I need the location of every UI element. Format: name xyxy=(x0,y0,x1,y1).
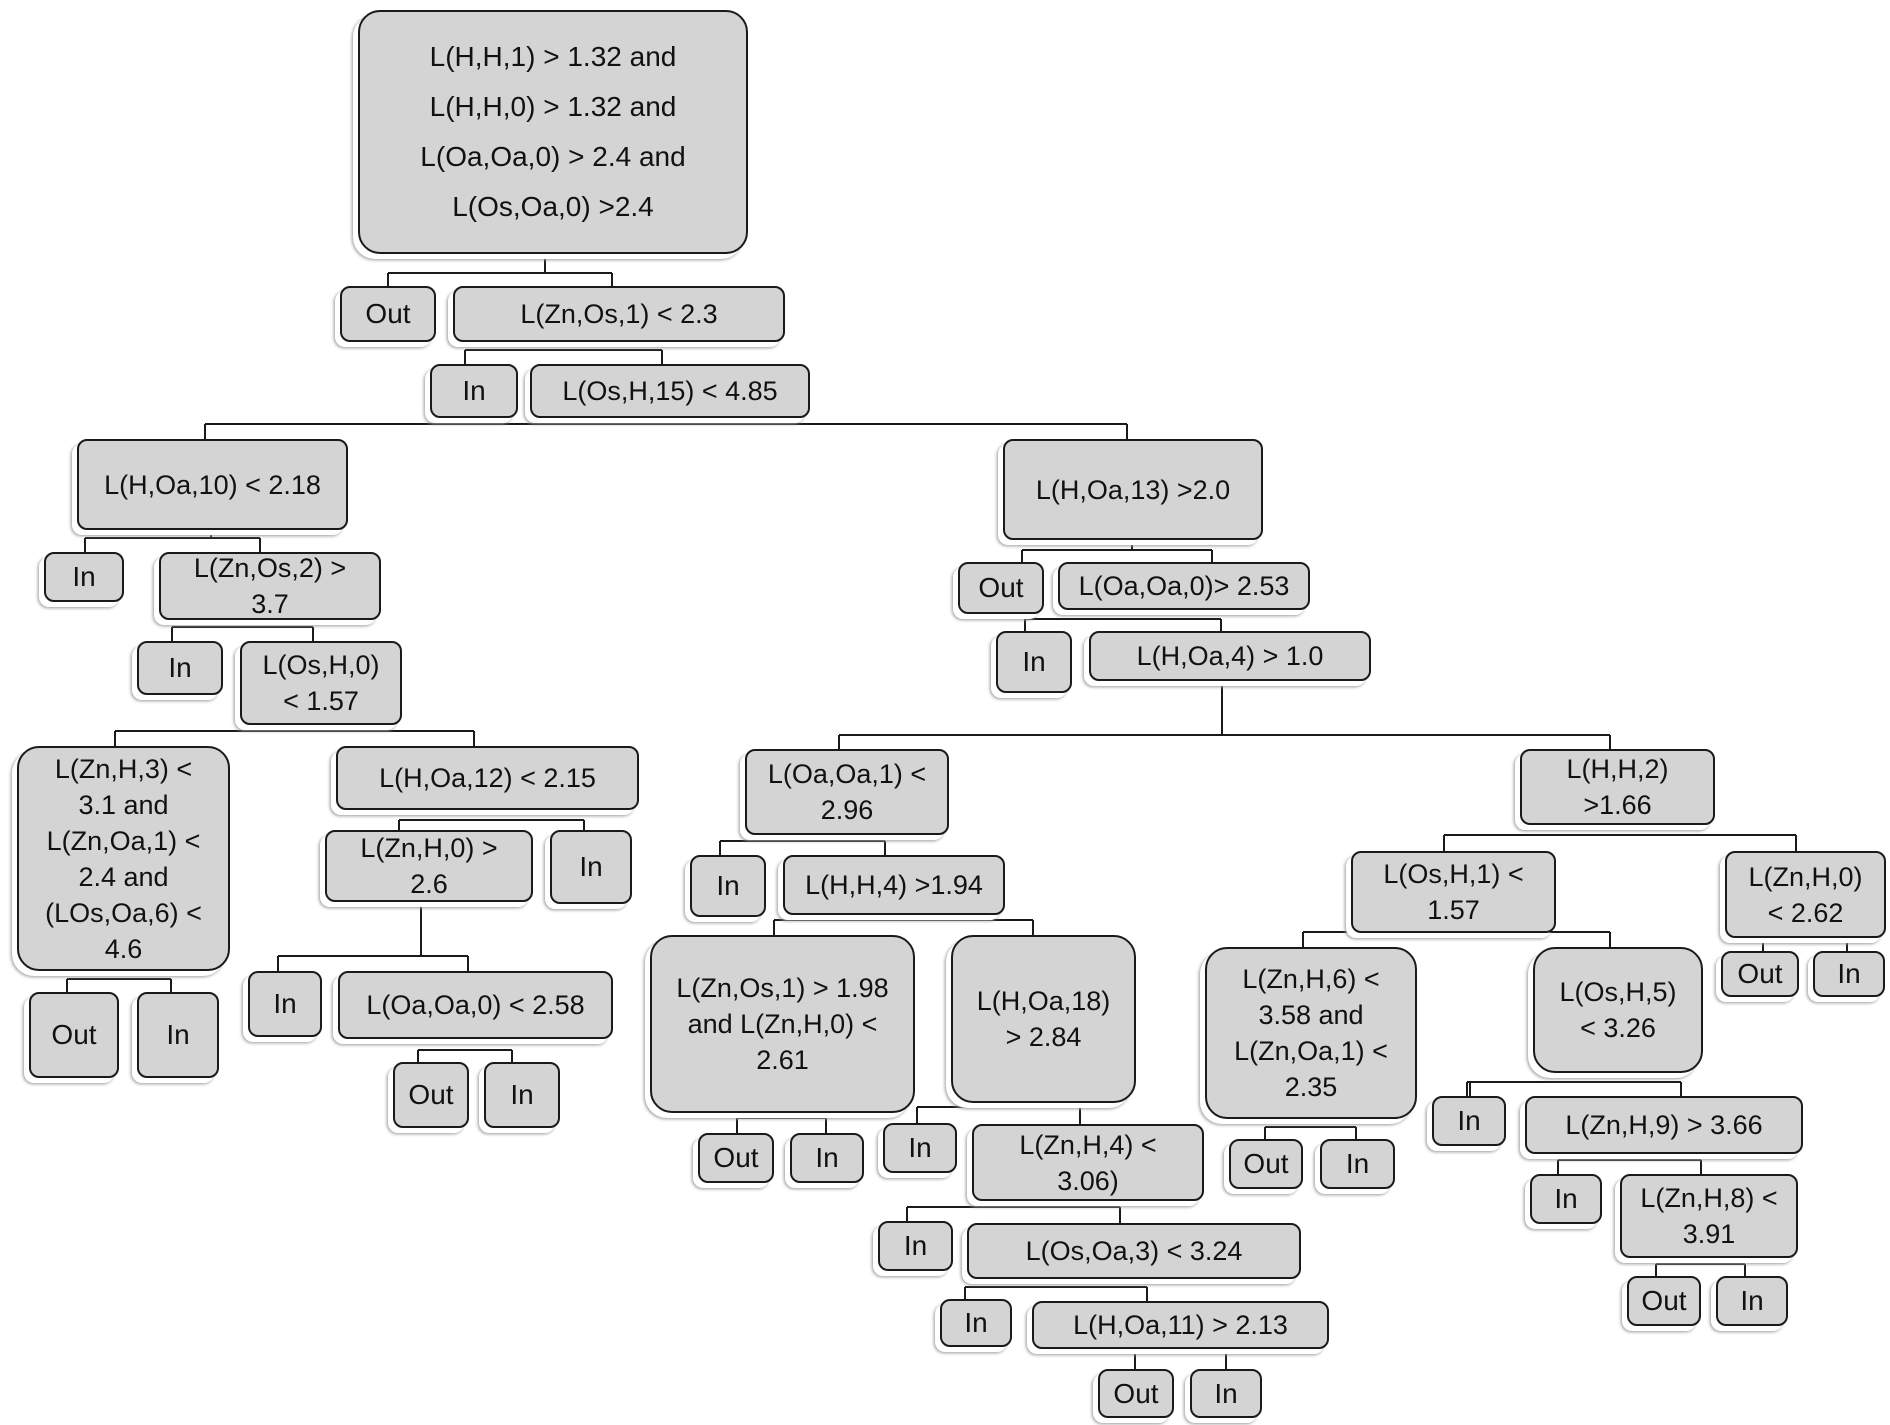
condition-node-zn-h-4: L(Zn,H,4) < 3.06) xyxy=(972,1124,1204,1201)
condition-node-h-h-2: L(H,H,2) >1.66 xyxy=(1520,749,1715,825)
leaf-out-node: Out xyxy=(1098,1369,1174,1418)
leaf-out-node: Out xyxy=(958,562,1044,614)
leaf-in-node: In xyxy=(1530,1174,1602,1224)
condition-node-zn-h-6: L(Zn,H,6) < 3.58 and L(Zn,Oa,1) < 2.35 xyxy=(1205,947,1417,1119)
condition-node-zn-os-2: L(Zn,Os,2) > 3.7 xyxy=(159,552,381,620)
leaf-in-node: In xyxy=(430,364,518,418)
leaf-in-node: In xyxy=(137,992,219,1078)
leaf-in-node: In xyxy=(550,830,632,904)
leaf-in-node: In xyxy=(137,641,223,695)
leaf-in-node: In xyxy=(878,1221,953,1271)
leaf-in-node: In xyxy=(1716,1276,1788,1326)
leaf-in-node: In xyxy=(996,631,1072,693)
leaf-in-node: In xyxy=(248,971,322,1037)
condition-node-os-h-1: L(Os,H,1) < 1.57 xyxy=(1351,851,1556,933)
condition-node-oa-oa-0-b: L(Oa,Oa,0)> 2.53 xyxy=(1058,562,1310,610)
condition-node-zn-h-8: L(Zn,H,8) < 3.91 xyxy=(1620,1174,1798,1258)
condition-node-os-oa-3: L(Os,Oa,3) < 3.24 xyxy=(967,1223,1301,1279)
leaf-out-node: Out xyxy=(1721,951,1799,997)
condition-node-zn-h-9: L(Zn,H,9) > 3.66 xyxy=(1525,1096,1803,1154)
leaf-out-node: Out xyxy=(29,992,119,1078)
condition-node-zn-os-1-b: L(Zn,Os,1) > 1.98 and L(Zn,H,0) < 2.61 xyxy=(650,935,915,1113)
leaf-in-node: In xyxy=(1320,1139,1395,1189)
leaf-in-node: In xyxy=(940,1299,1012,1347)
condition-node-os-h-0: L(Os,H,0) < 1.57 xyxy=(240,641,402,725)
condition-node-h-oa-12: L(H,Oa,12) < 2.15 xyxy=(336,746,639,810)
condition-node-zn-os-1: L(Zn,Os,1) < 2.3 xyxy=(453,286,785,342)
root-condition-node: L(H,H,1) > 1.32 and L(H,H,0) > 1.32 and … xyxy=(358,10,748,254)
leaf-out-node: Out xyxy=(698,1133,774,1183)
leaf-in-node: In xyxy=(1432,1096,1506,1146)
condition-node-oa-oa-0-a: L(Oa,Oa,0) < 2.58 xyxy=(338,971,613,1039)
leaf-out-node: Out xyxy=(1229,1139,1303,1189)
condition-node-os-h-5: L(Os,H,5) < 3.26 xyxy=(1533,947,1703,1073)
leaf-out-node: Out xyxy=(1627,1276,1701,1326)
condition-node-h-h-4: L(H,H,4) >1.94 xyxy=(783,855,1005,915)
condition-node-zn-h-0-a: L(Zn,H,0) > 2.6 xyxy=(325,830,533,902)
condition-node-h-oa-4: L(H,Oa,4) > 1.0 xyxy=(1089,631,1371,681)
condition-node-os-h-15: L(Os,H,15) < 4.85 xyxy=(530,364,810,418)
condition-node-oa-oa-1: L(Oa,Oa,1) < 2.96 xyxy=(745,749,949,835)
leaf-in-node: In xyxy=(790,1133,864,1183)
leaf-out-node: Out xyxy=(393,1062,469,1128)
leaf-in-node: In xyxy=(44,552,124,602)
condition-node-h-oa-18: L(H,Oa,18) > 2.84 xyxy=(951,935,1136,1103)
leaf-in-node: In xyxy=(690,855,766,917)
condition-node-zn-h-3: L(Zn,H,3) < 3.1 and L(Zn,Oa,1) < 2.4 and… xyxy=(17,746,230,971)
leaf-out-node: Out xyxy=(340,286,436,342)
leaf-in-node: In xyxy=(484,1062,560,1128)
leaf-in-node: In xyxy=(883,1123,957,1173)
leaf-in-node: In xyxy=(1190,1369,1262,1418)
condition-node-h-oa-13: L(H,Oa,13) >2.0 xyxy=(1003,439,1263,540)
leaf-in-node: In xyxy=(1813,951,1885,997)
condition-node-h-oa-10: L(H,Oa,10) < 2.18 xyxy=(77,439,348,530)
condition-node-h-oa-11: L(H,Oa,11) > 2.13 xyxy=(1032,1301,1329,1349)
condition-node-zn-h-0-b: L(Zn,H,0) < 2.62 xyxy=(1725,851,1886,938)
